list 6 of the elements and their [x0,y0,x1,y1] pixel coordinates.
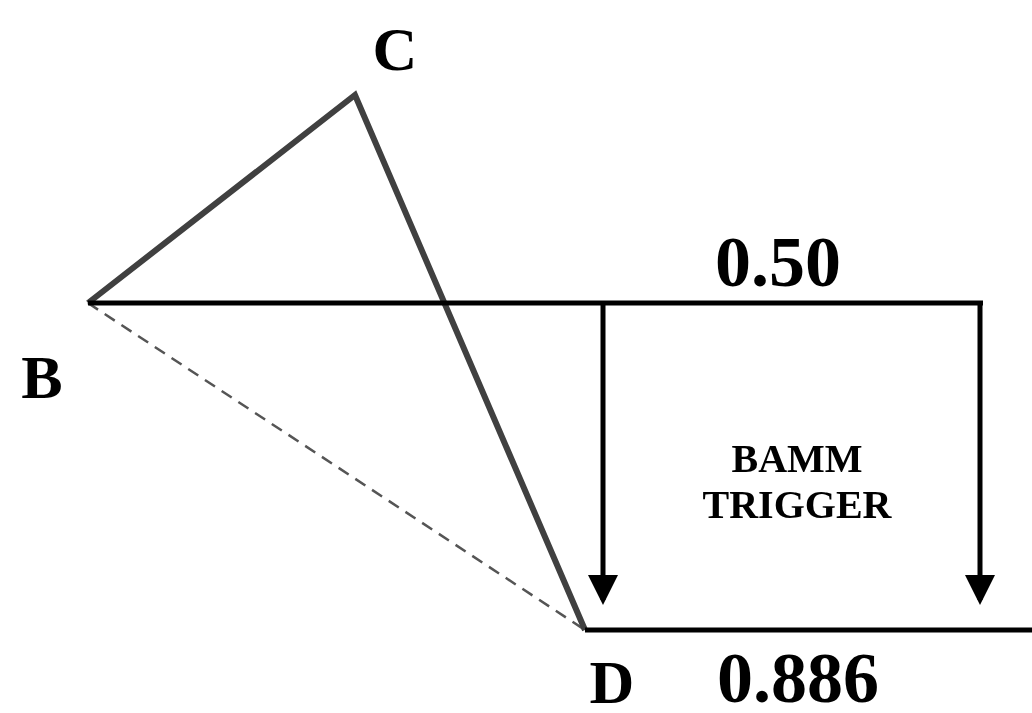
level-value: 0.50 [715,220,841,304]
pattern-name: BAMM TRIGGER [701,436,893,528]
point-label: B [21,342,63,414]
point-label: D [589,647,635,713]
level-value: 0.886 [717,636,879,713]
point-label: C [372,14,418,86]
